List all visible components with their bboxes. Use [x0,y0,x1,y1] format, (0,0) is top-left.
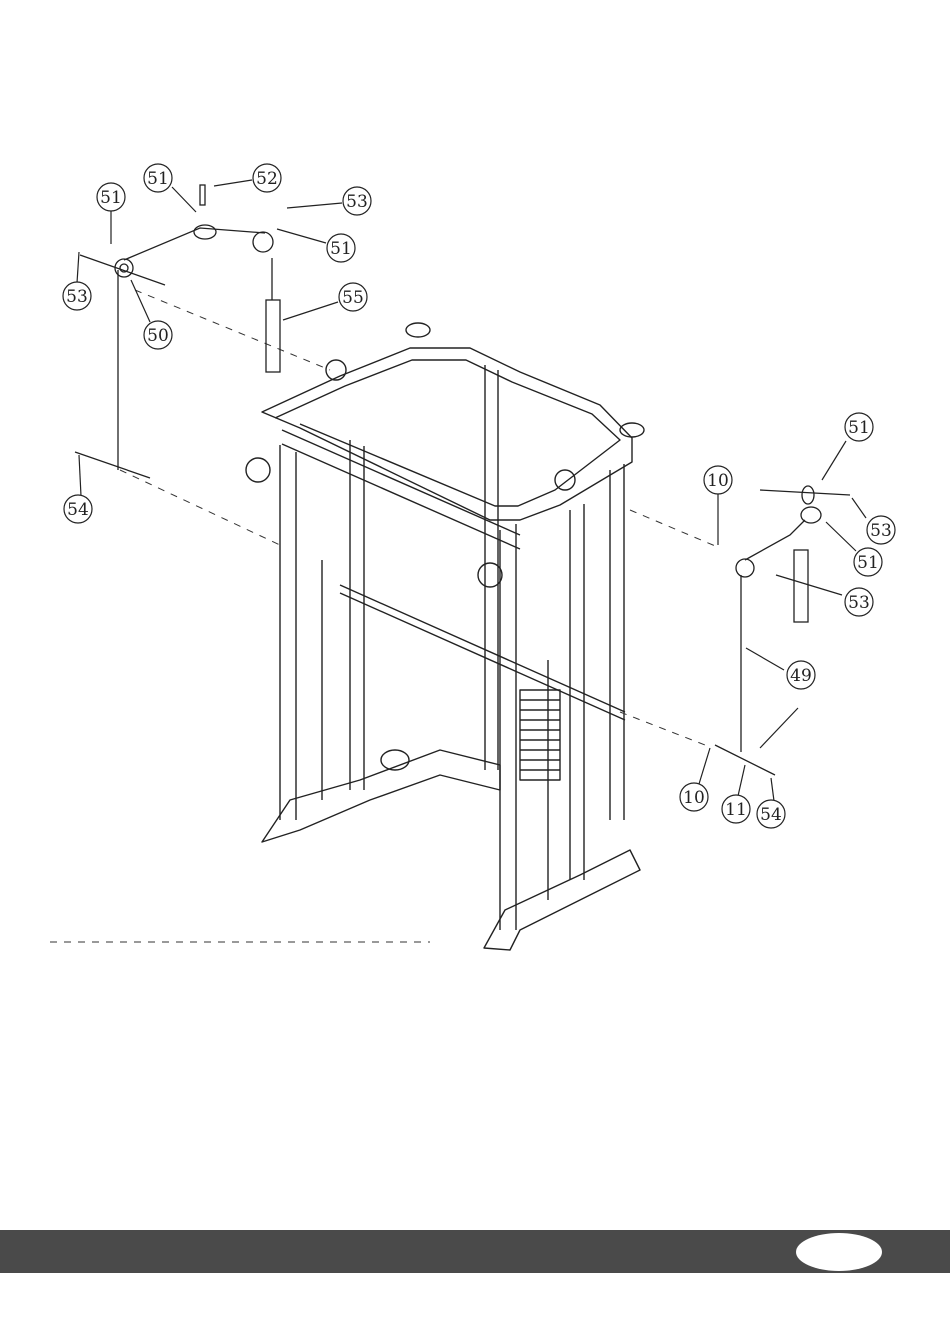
callout-51: 51 [854,548,882,576]
pulley-top [194,225,216,239]
svg-text:51: 51 [100,188,122,208]
callout-53: 53 [845,588,873,616]
callout-50: 50 [144,321,172,349]
svg-text:50: 50 [147,326,169,346]
dashed-guides [50,290,720,942]
callout-10: 10 [680,783,708,811]
callout-49: 49 [787,661,815,689]
callout-51: 51 [97,183,125,211]
callout-51: 51 [144,164,172,192]
callout-53: 53 [343,187,371,215]
callout-10: 10 [704,466,732,494]
svg-text:51: 51 [857,553,879,573]
callout-circles: 51 52 51 53 51 53 55 50 [63,164,895,828]
svg-text:53: 53 [848,593,870,613]
weight-stack [520,690,560,780]
callout-53: 53 [63,282,91,310]
svg-text:10: 10 [707,471,729,491]
svg-text:51: 51 [848,418,870,438]
svg-text:49: 49 [790,666,812,686]
handle-right [794,550,808,622]
callout-54: 54 [757,800,785,828]
svg-text:51: 51 [147,169,169,189]
right-base [484,850,640,950]
callout-54: 54 [64,495,92,523]
callout-52: 52 [253,164,281,192]
svg-text:11: 11 [725,800,747,820]
callout-53: 53 [867,516,895,544]
svg-text:51: 51 [330,239,352,259]
top-frame [262,348,632,520]
callout-51: 51 [845,413,873,441]
svg-text:53: 53 [66,287,88,307]
right-pulley-assembly [715,486,850,775]
svg-text:53: 53 [870,521,892,541]
svg-text:55: 55 [342,288,364,308]
smith-bar [340,585,625,720]
callout-55: 55 [339,283,367,311]
right-front-post [500,524,516,930]
frame-pulley-left [246,458,270,482]
frame-drawing [246,323,644,950]
left-rear-post [350,440,364,790]
callout-51: 51 [327,234,355,262]
svg-text:10: 10 [683,788,705,808]
callout-11: 11 [722,795,750,823]
svg-text:52: 52 [256,169,278,189]
svg-text:54: 54 [760,805,782,825]
svg-text:54: 54 [67,500,89,520]
left-pulley-assembly [75,185,280,478]
right-rear-post [570,504,584,880]
handle-55 [266,300,280,372]
page-number-badge [796,1233,882,1271]
svg-text:53: 53 [346,192,368,212]
left-front-post [280,445,296,820]
leader-lines [77,180,866,801]
left-base [262,750,500,842]
